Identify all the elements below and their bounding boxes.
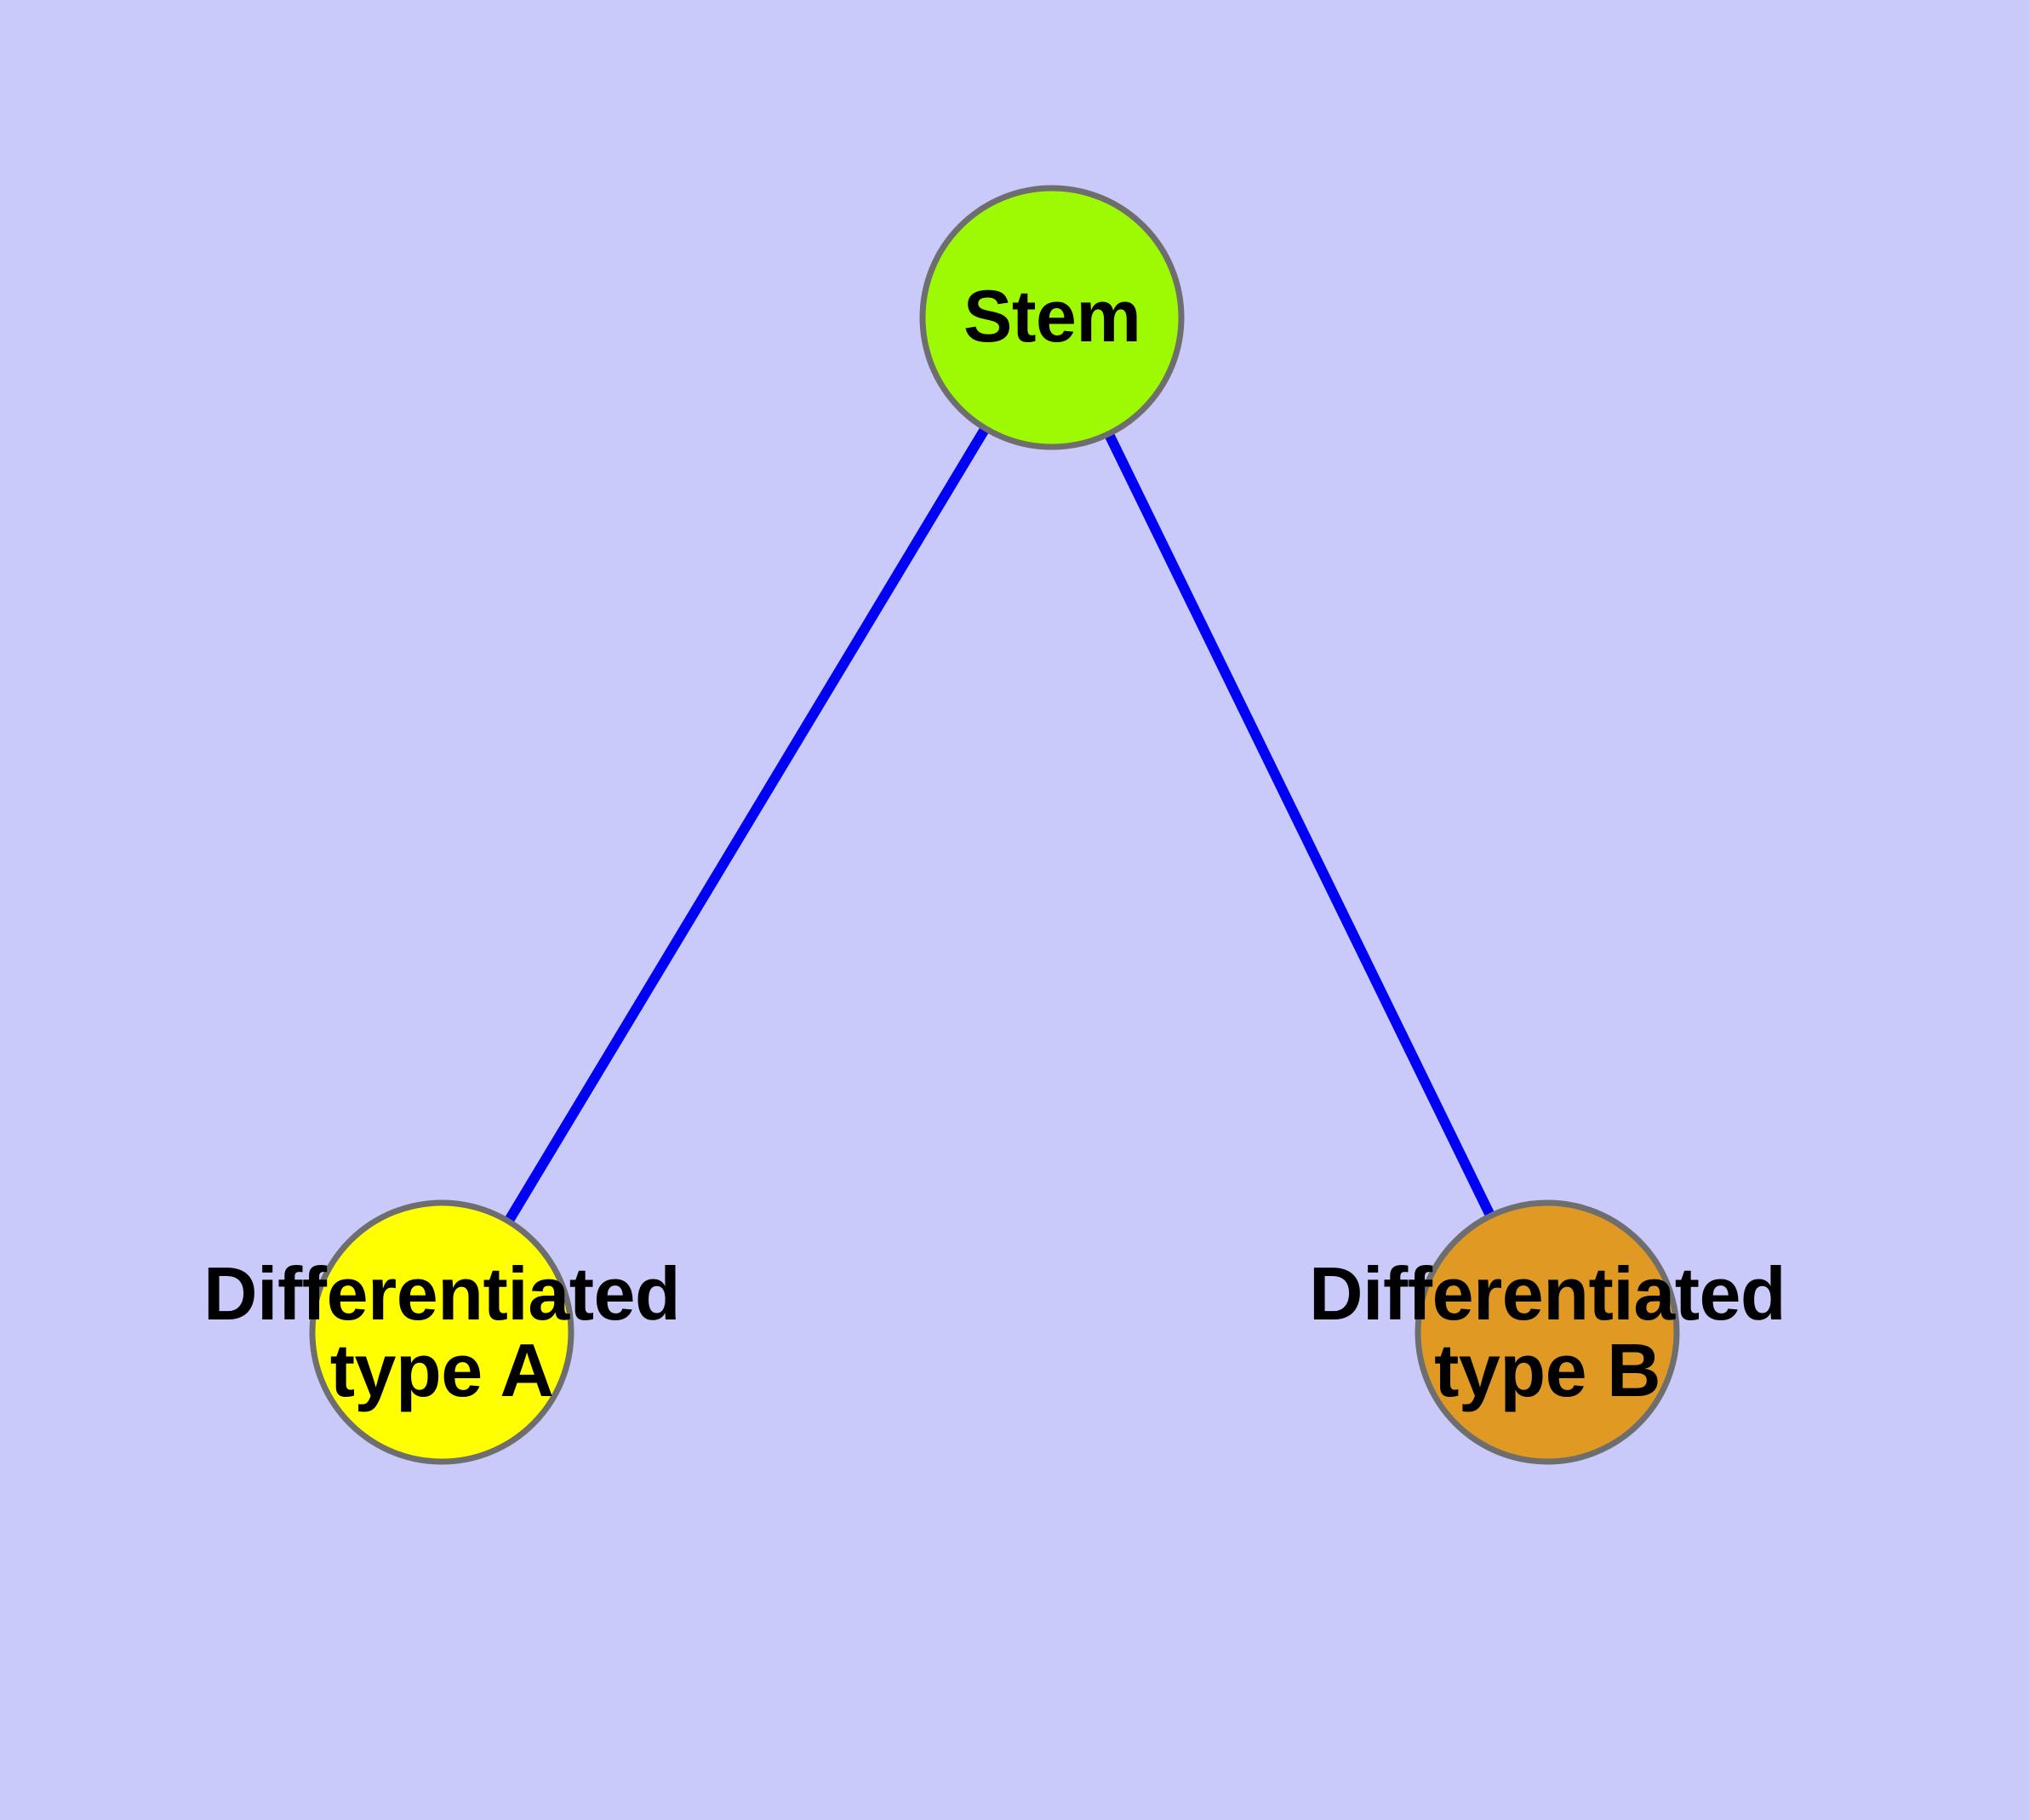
node-circle-diff_b[interactable] bbox=[1415, 1199, 1680, 1465]
edge-layer bbox=[437, 314, 1552, 1336]
node-circle-stem[interactable] bbox=[919, 185, 1185, 450]
edge-stem-diff-b[interactable] bbox=[1047, 315, 1552, 1335]
node-layer bbox=[309, 185, 1680, 1465]
edge-stem-diff-a[interactable] bbox=[437, 314, 1057, 1336]
node-circle-diff_a[interactable] bbox=[309, 1199, 574, 1465]
